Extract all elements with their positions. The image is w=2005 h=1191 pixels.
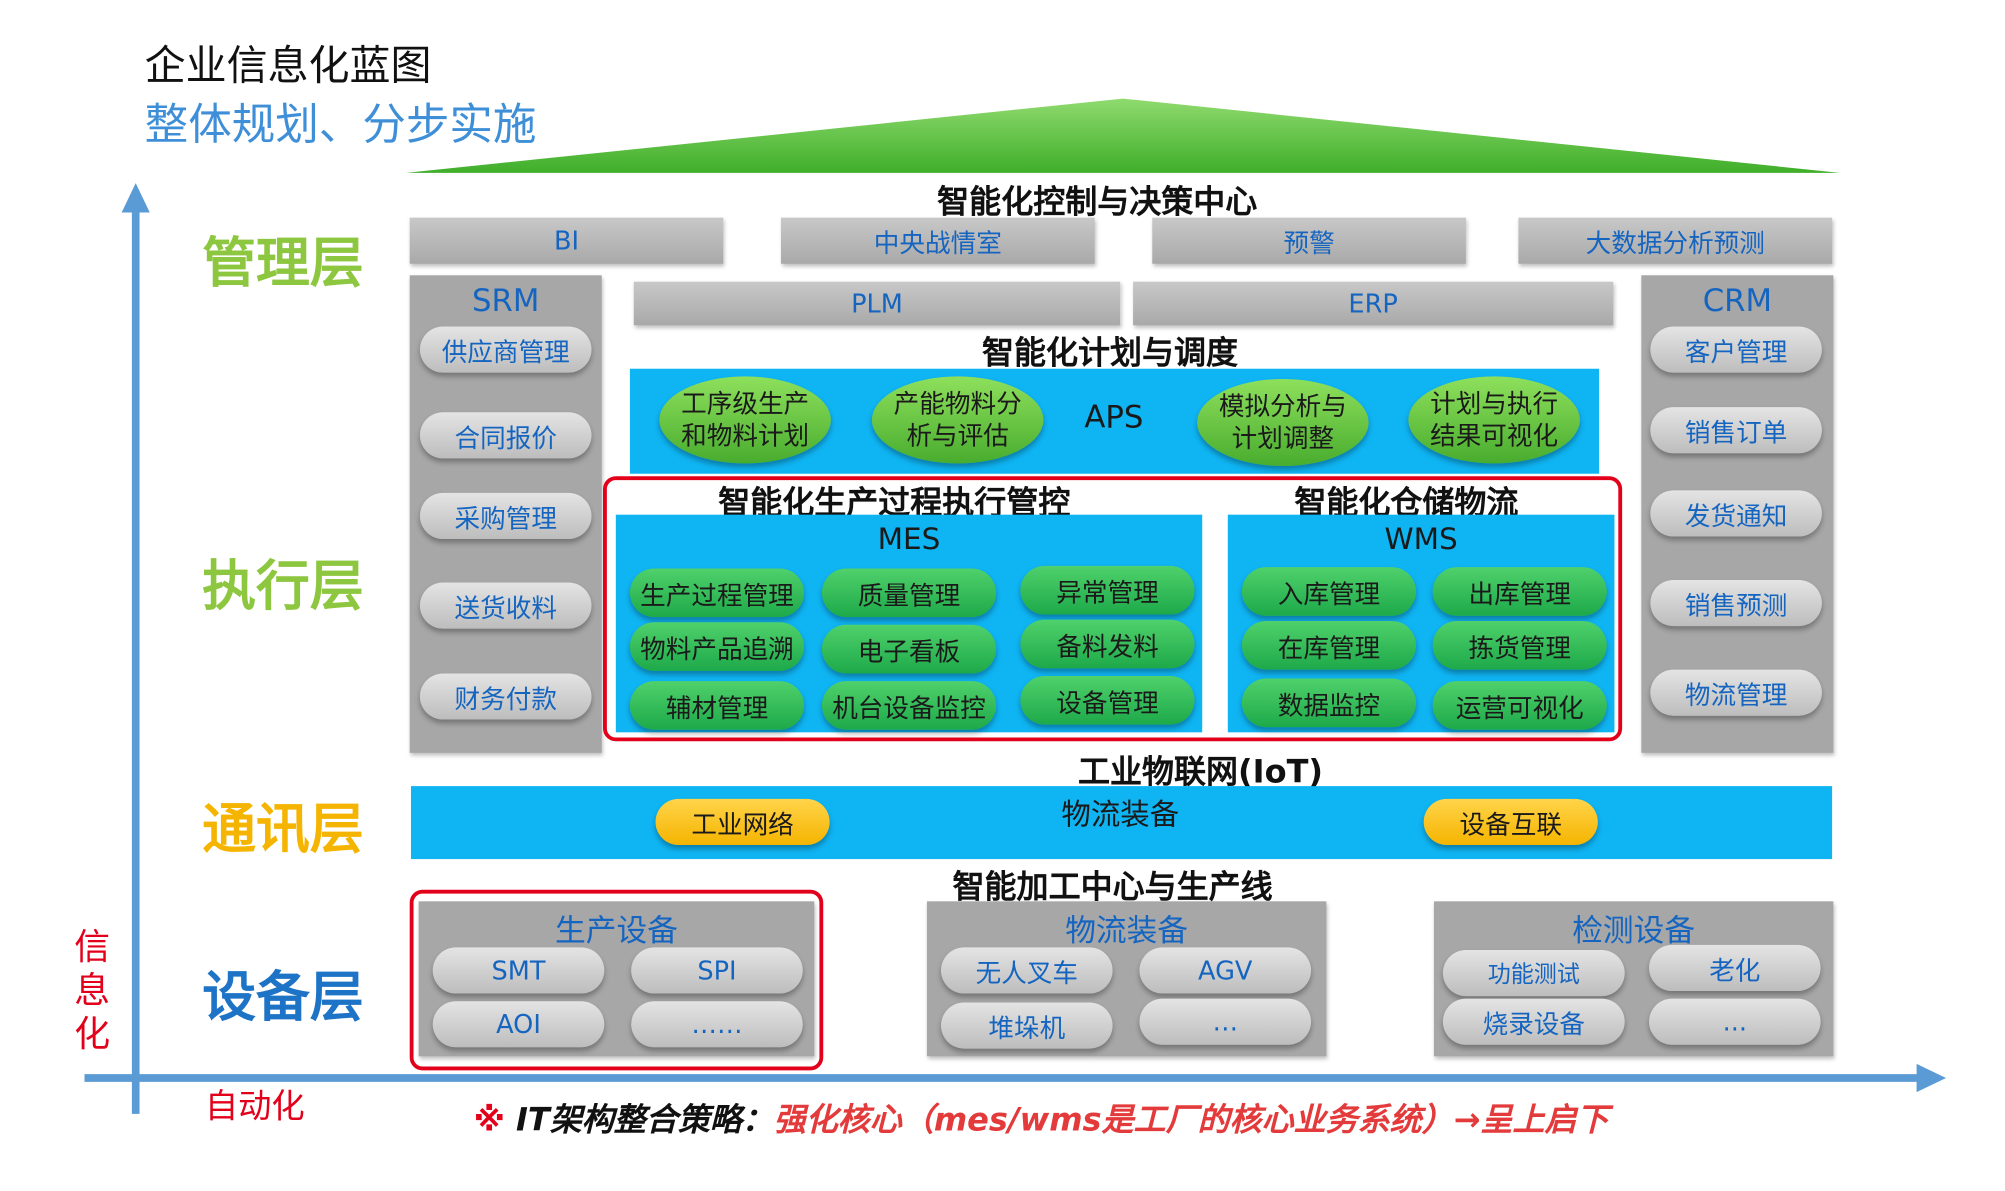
layer-management: 管理层 [202, 231, 364, 295]
equipment-title: 智能加工中心与生产线 [952, 868, 1273, 906]
crm-item: 销售预测 [1650, 579, 1822, 627]
mes-item: 异常管理 [1020, 565, 1195, 615]
roof-triangle [405, 98, 1840, 173]
crm-title: CRM [1702, 282, 1773, 319]
mes-item: 质量管理 [821, 568, 997, 618]
big-data-bar: 大数据分析预测 [1518, 217, 1833, 264]
planning-title: 智能化计划与调度 [981, 334, 1239, 372]
srm-item: 合同报价 [419, 412, 592, 459]
mes-item: 备料发料 [1020, 619, 1195, 669]
inspection-item: 老化 [1649, 944, 1821, 991]
layer-communication: 通讯层 [202, 797, 364, 861]
y-axis-label-3: 化 [74, 1012, 111, 1055]
strategy-prefix: ※ IT架构整合策略： [473, 1101, 774, 1139]
srm-item: 采购管理 [419, 492, 592, 540]
layer-execution: 执行层 [202, 554, 364, 618]
x-axis-arrow-icon [1916, 1063, 1947, 1093]
page-subtitle: 整体规划、分步实施 [144, 99, 537, 152]
srm-item: 供应商管理 [419, 326, 592, 373]
mes-title: MES [877, 523, 941, 557]
wms-item: 数据监控 [1241, 678, 1417, 728]
wms-item: 入库管理 [1241, 567, 1417, 616]
iot-title: 工业物联网(IoT) [1078, 752, 1324, 790]
crm-item: 发货通知 [1650, 490, 1822, 537]
plm-bar: PLM [633, 281, 1121, 326]
srm-item: 财务付款 [419, 673, 592, 720]
x-axis-label: 自动化 [204, 1088, 305, 1127]
production-item: SMT [432, 947, 605, 994]
y-axis-label-1: 信 [74, 925, 111, 968]
production-equipment-title: 生产设备 [555, 912, 678, 949]
inspection-equipment-title: 检测设备 [1572, 912, 1696, 949]
mes-item: 物料产品追溯 [629, 622, 805, 671]
strategy-text: 强化核心（mes/wms是工厂的核心业务系统）→呈上启下 [773, 1101, 1609, 1139]
wms-item: 在库管理 [1241, 620, 1417, 670]
page-title: 企业信息化蓝图 [144, 40, 432, 90]
erp-bar: ERP [1133, 281, 1614, 326]
plan-item: 计划与执行结果可视化 [1408, 376, 1580, 464]
inspection-item: 烧录设备 [1442, 998, 1625, 1045]
plan-item: 模拟分析与计划调整 [1197, 378, 1369, 467]
logistics-equipment-title: 物流装备 [1065, 912, 1189, 949]
mes-item: 生产过程管理 [629, 568, 805, 618]
inspection-item: 功能测试 [1442, 949, 1625, 997]
logistics-item: 无人叉车 [941, 947, 1113, 994]
crm-item: 物流管理 [1650, 669, 1822, 716]
bi-bar: BI [409, 217, 724, 264]
production-item: AOI [432, 1001, 605, 1048]
strategy-note: ※ IT架构整合策略：强化核心（mes/wms是工厂的核心业务系统）→呈上启下 [474, 1095, 1609, 1141]
mes-item: 辅材管理 [629, 681, 805, 730]
control-center-title: 智能化控制与决策中心 [937, 183, 1258, 221]
mes-item: 电子看板 [821, 624, 997, 674]
inspection-item: ... [1649, 998, 1821, 1045]
wms-title: WMS [1384, 523, 1458, 557]
wms-item: 拣货管理 [1432, 620, 1607, 670]
iot-center-label: 物流装备 [1061, 798, 1180, 833]
core-systems-highlight [603, 476, 1623, 742]
y-axis-arrow-icon [121, 183, 150, 213]
mes-item: 机台设备监控 [821, 681, 997, 730]
industrial-network-pill: 工业网络 [655, 798, 830, 845]
logistics-item: … [1139, 998, 1312, 1045]
device-interconnect-pill: 设备互联 [1423, 798, 1598, 845]
production-item: SPI [631, 947, 803, 994]
plan-item: 工序级生产和物料计划 [659, 376, 831, 464]
wms-item: 出库管理 [1432, 567, 1607, 616]
mes-item: 设备管理 [1020, 675, 1195, 725]
alert-bar: 预警 [1152, 217, 1466, 264]
logistics-item: AGV [1139, 947, 1312, 994]
logistics-item: 堆垛机 [941, 1002, 1113, 1049]
srm-item: 送货收料 [419, 582, 592, 629]
layer-equipment: 设备层 [202, 965, 364, 1029]
production-equipment-highlight [409, 889, 824, 1071]
wms-item: 运营可视化 [1432, 681, 1607, 730]
y-axis-label-2: 息 [74, 969, 111, 1012]
crm-item: 销售订单 [1650, 407, 1822, 454]
srm-title: SRM [472, 282, 540, 319]
aps-label: APS [1084, 399, 1144, 436]
war-room-bar: 中央战情室 [780, 217, 1095, 264]
plan-item: 产能物料分析与评估 [871, 376, 1044, 464]
production-item: …… [631, 1001, 803, 1048]
crm-item: 客户管理 [1650, 326, 1822, 373]
